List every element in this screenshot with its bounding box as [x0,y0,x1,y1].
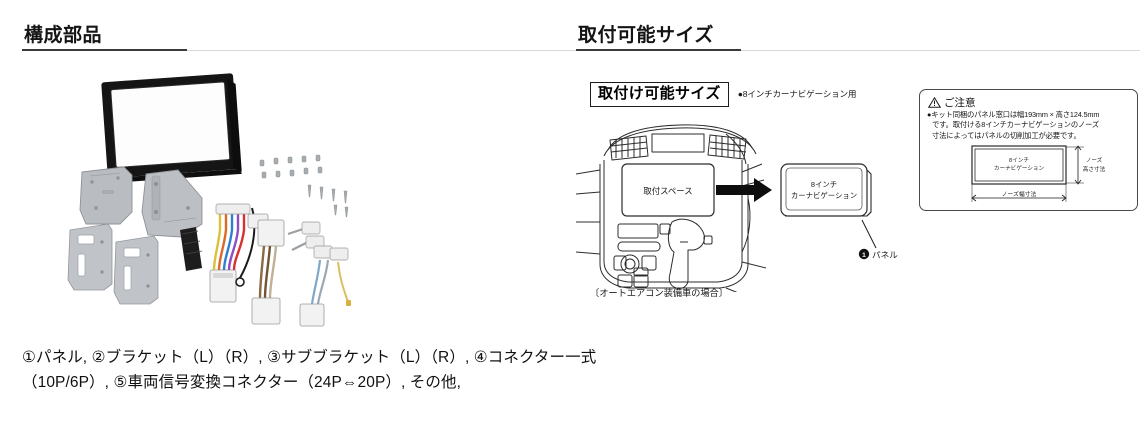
nav-unit-box: 8インチ カーナビゲーション [780,163,872,217]
headings-bar: 構成部品 取付可能サイズ [0,0,1147,58]
nav-unit-label-line2: カーナビゲーション [791,191,857,200]
dashboard-caption: 〔オートエアコン装備車の場合〕 [590,288,728,298]
installable-size-diagram: 取付け可能サイズ ●8インチカーナビゲーション用 [575,70,906,320]
dashboard-svg: 取付スペース 8インチ カーナビゲーション 1 パネル [575,124,898,297]
part-black-strip [180,227,203,271]
nose-unit-line1: 8インチ [1009,157,1029,164]
size-box-label: 取付け可能サイズ [590,82,729,107]
flow-arrow [716,178,772,202]
part-connector-harness-b [251,219,351,327]
caution-title-text: ご注意 [944,97,976,109]
part-bracket-left [79,166,133,225]
components-photo [62,72,362,327]
page-title-size: 取付可能サイズ [578,25,714,46]
nose-unit-line2: カーナビゲーション [994,164,1045,172]
part-sub-bracket-left [67,223,113,291]
svg-text:1: 1 [862,252,866,259]
nose-dimension-diagram: 8インチ カーナビゲーション ノーズ 高さ寸法 ノーズ幅寸法 [954,144,1132,208]
caution-line-2: です。取付ける8インチカーナビゲーションのノーズ [932,120,1100,130]
nav-unit-label-line1: 8インチ [811,180,837,189]
heading-underline-right [576,49,741,51]
part-panel [101,73,242,184]
nose-width-label: ノーズ幅寸法 [1002,190,1037,198]
callout-marker-circle [858,248,870,260]
caution-line-1: ●キット同梱のパネル窓口は幅193mm × 高さ124.5mm [927,110,1100,119]
dashboard-illustration: 取付スペース 8インチ カーナビゲーション 1 パネル [575,112,906,297]
panel-callout-label: パネル [872,250,898,260]
nose-height-label-1: ノーズ [1086,156,1103,164]
caution-body: ●キット同梱のパネル窓口は幅193mm × 高さ124.5mm です。取付ける8… [927,110,1132,141]
heading-underline-left [22,49,187,51]
size-label-row: 取付け可能サイズ ●8インチカーナビゲーション用 [590,82,856,107]
parts-illustration [62,72,362,327]
caution-box: ご注意 ●キット同梱のパネル窓口は幅193mm × 高さ124.5mm です。取… [919,89,1138,211]
part-connector-harness-a [209,203,269,303]
part-bracket-right [141,169,203,238]
nose-height-label-2: 高さ寸法 [1083,165,1106,173]
part-screws [259,154,349,218]
page-title-components: 構成部品 [24,25,103,46]
size-note: ●8インチカーナビゲーション用 [737,89,857,100]
install-space-label: 取付スペース [643,186,692,196]
callout-leader-line [861,219,877,249]
part-sub-bracket-right [113,235,159,305]
warning-triangle-icon [928,97,941,108]
nose-diagram-svg: 8インチ カーナビゲーション ノーズ 高さ寸法 ノーズ幅寸法 [971,145,1106,202]
caution-line-3: 寸法によってはパネルの切削加工が必要です。 [932,130,1081,140]
components-caption: ①パネル, ②ブラケット（L）（R）, ③サブブラケット（L）（R）, ④コネク… [22,349,597,392]
caution-title-row: ご注意 [928,95,976,110]
